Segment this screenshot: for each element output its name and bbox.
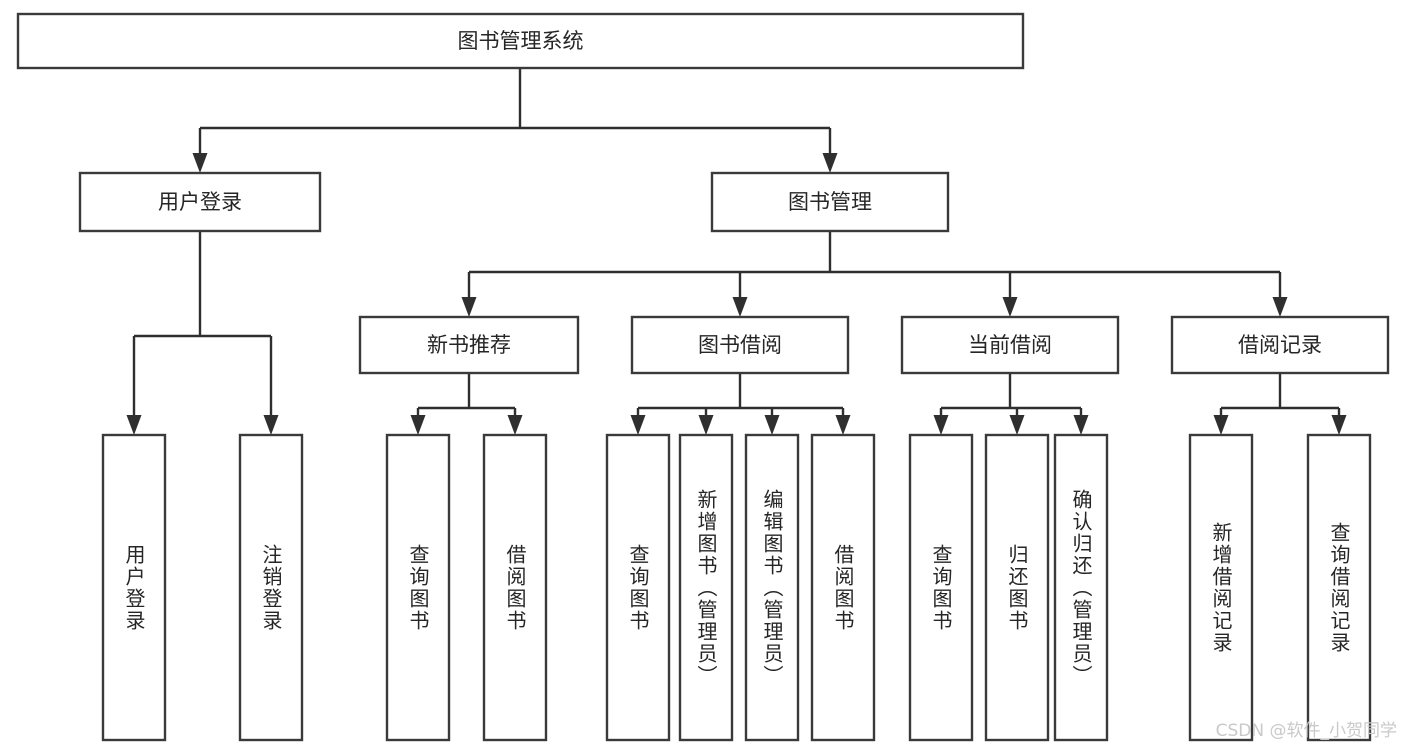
node-leaf-borrow-book-b[interactable] xyxy=(810,433,876,742)
node-leaf-add-record[interactable] xyxy=(1188,433,1254,742)
node-user-login[interactable] xyxy=(78,171,322,233)
node-user-login-label: 用户登录 xyxy=(158,190,242,214)
node-book-manage-label: 图书管理 xyxy=(788,190,872,214)
connectors-layer xyxy=(126,68,1347,435)
arrowhead-1 xyxy=(1009,415,1025,435)
node-leaf-user-login[interactable] xyxy=(101,433,167,742)
arrowhead-1 xyxy=(507,415,523,435)
node-leaf-query-book-b[interactable] xyxy=(605,433,671,742)
node-book-manage[interactable] xyxy=(710,171,950,233)
arrowhead-0 xyxy=(410,415,426,435)
node-leaf-confirm-return[interactable] xyxy=(1053,433,1109,742)
node-root[interactable] xyxy=(16,12,1025,70)
node-leaf-return-book[interactable] xyxy=(984,433,1050,742)
arrowhead-2 xyxy=(1073,415,1089,435)
node-book-borrow-label: 图书借阅 xyxy=(698,333,782,357)
node-book-borrow[interactable] xyxy=(630,315,850,375)
node-borrow-record[interactable] xyxy=(1170,315,1390,375)
arrowhead-0 xyxy=(192,153,208,173)
node-leaf-query-record[interactable] xyxy=(1306,433,1372,742)
connector-book-manage-to-level3 xyxy=(461,231,1288,317)
node-leaf-edit-book[interactable] xyxy=(744,433,800,742)
connector-user-login-to-leaves xyxy=(126,231,279,435)
arrowhead-1 xyxy=(1331,415,1347,435)
connector-borrow-record-to-leaves xyxy=(1213,373,1347,435)
arrowhead-3 xyxy=(1272,297,1288,317)
node-leaf-query-book-c[interactable] xyxy=(908,433,974,742)
arrowhead-1 xyxy=(698,415,714,435)
connector-new-book-rec-to-leaves xyxy=(410,373,523,435)
arrowhead-0 xyxy=(933,415,949,435)
node-leaf-borrow-book-a[interactable] xyxy=(482,433,548,742)
arrowhead-3 xyxy=(835,415,851,435)
connector-book-borrow-to-leaves xyxy=(630,373,851,435)
arrowhead-1 xyxy=(263,415,279,435)
node-root-label: 图书管理系统 xyxy=(458,29,584,53)
arrowhead-0 xyxy=(126,415,142,435)
arrowhead-2 xyxy=(764,415,780,435)
node-leaf-logout[interactable] xyxy=(238,433,304,742)
arrowhead-0 xyxy=(630,415,646,435)
node-new-book-rec[interactable] xyxy=(358,315,580,375)
arrowhead-0 xyxy=(1213,415,1229,435)
arrowhead-2 xyxy=(1002,297,1018,317)
arrowhead-0 xyxy=(461,297,477,317)
node-new-book-rec-label: 新书推荐 xyxy=(427,333,511,357)
node-borrow-record-label: 借阅记录 xyxy=(1238,333,1322,357)
arrowhead-1 xyxy=(732,297,748,317)
node-current-borrow[interactable] xyxy=(900,315,1120,375)
boxes-layer xyxy=(16,12,1390,742)
watermark: CSDN @软件_小贺同学 xyxy=(1215,721,1397,741)
node-current-borrow-label: 当前借阅 xyxy=(968,333,1052,357)
arrowhead-1 xyxy=(822,153,838,173)
connector-current-borrow-to-leaves xyxy=(933,373,1089,435)
connector-root-to-level2 xyxy=(192,68,838,173)
node-leaf-add-book[interactable] xyxy=(678,433,734,742)
node-leaf-query-book-a[interactable] xyxy=(385,433,451,742)
